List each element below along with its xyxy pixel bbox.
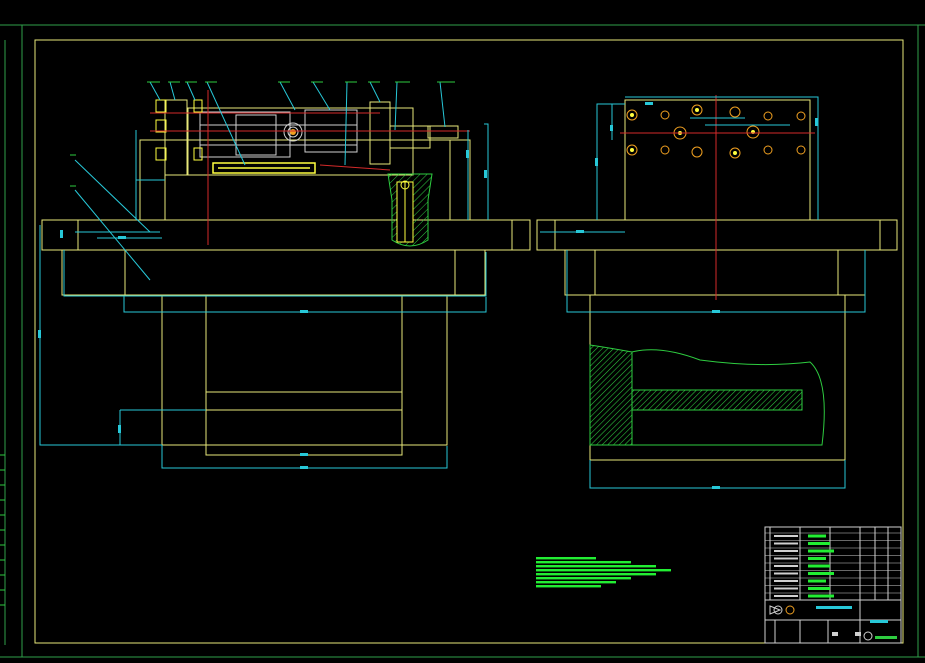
note-line — [536, 581, 616, 584]
title-block-entry — [808, 534, 826, 538]
note-line — [536, 577, 631, 580]
title-block-entry — [808, 564, 830, 568]
drawing-border — [34, 39, 904, 644]
title-block-label — [774, 565, 798, 567]
title-block-entry — [808, 579, 826, 583]
title-block-label — [774, 580, 798, 582]
title-block-entry — [808, 549, 834, 553]
title-block-label — [774, 572, 798, 575]
bolt-pattern — [626, 104, 806, 159]
title-block-rows — [765, 532, 901, 598]
title-block-entry — [808, 572, 834, 575]
title-block-entry — [808, 557, 826, 560]
title-block-label — [774, 595, 798, 597]
technical-notes — [536, 557, 671, 588]
note-line — [536, 573, 656, 576]
title-block-entry — [808, 587, 830, 590]
title-block-marks — [769, 605, 897, 641]
note-line — [536, 585, 601, 588]
note-line — [536, 561, 631, 564]
title-block-label — [774, 542, 798, 545]
title-block-entry — [808, 594, 834, 598]
title-block-label — [774, 535, 798, 537]
title-block-label — [774, 557, 798, 560]
note-line — [536, 557, 596, 560]
side-view[interactable] — [536, 95, 898, 489]
title-block-label — [774, 550, 798, 552]
title-block-entry — [808, 542, 830, 545]
screen-frame — [0, 24, 925, 658]
note-line — [536, 565, 656, 568]
front-view[interactable] — [38, 81, 531, 469]
note-line — [536, 569, 671, 572]
title-block-label — [774, 587, 798, 590]
left-margin-marks — [0, 454, 5, 606]
